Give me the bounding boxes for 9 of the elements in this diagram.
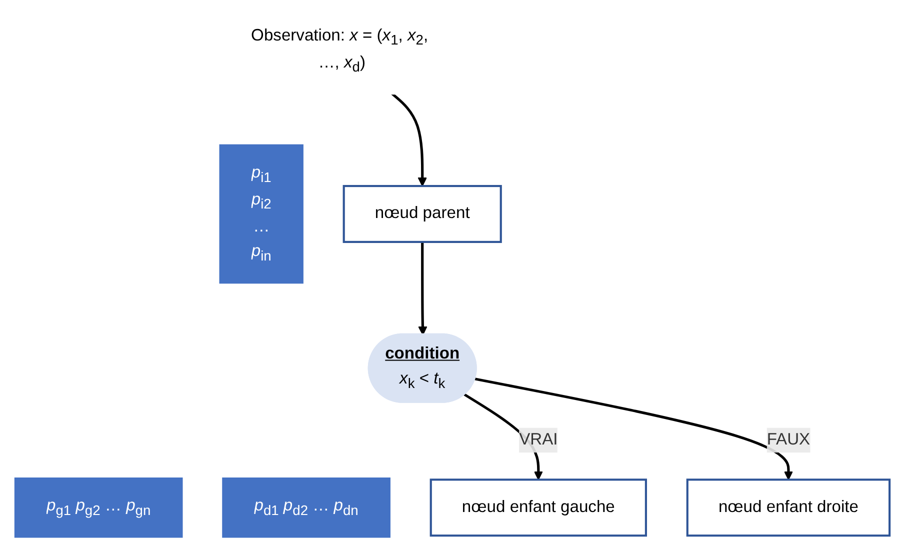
node-box: nœud enfant droite: [686, 478, 891, 537]
node-text: Observation: x = (x$_{1}$, x$_{2}$, …, x$_{d}$): [251, 26, 428, 75]
edge-label: FAUX: [766, 430, 810, 448]
arrow: [418, 242, 428, 336]
node-box: nœud parent: [342, 184, 502, 243]
arrow: [391, 92, 427, 186]
node-box: nœud enfant gauche: [430, 478, 647, 537]
arrow: [474, 378, 794, 480]
edge-label: VRAI: [519, 430, 558, 448]
